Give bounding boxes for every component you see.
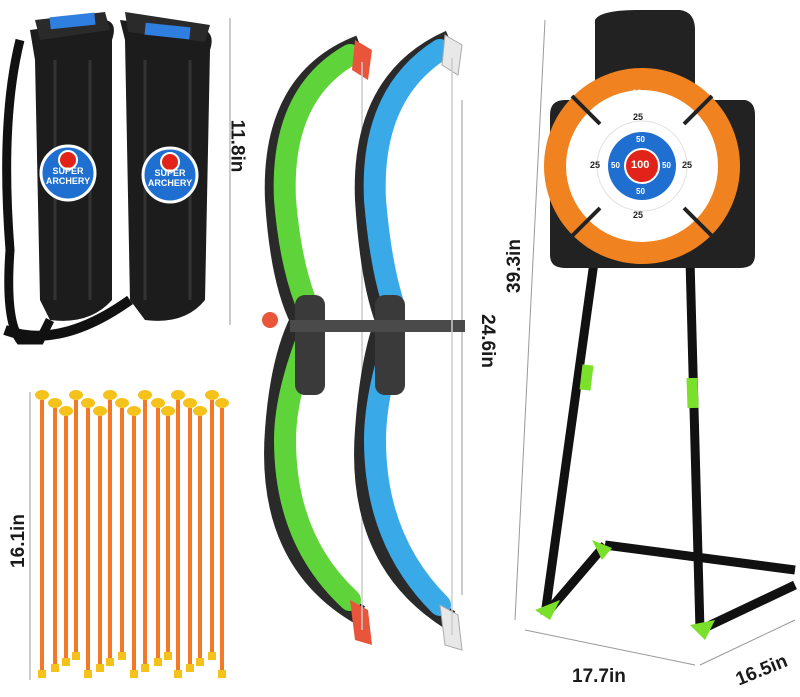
target-width-label: 17.7in — [572, 666, 626, 687]
arrow-nock — [218, 670, 226, 678]
arrow-nock — [62, 658, 70, 666]
arrow-suction-cup — [81, 398, 95, 408]
target-score-outer-right: 10 — [707, 160, 718, 170]
arrow-nock — [196, 658, 204, 666]
blue-bow — [290, 30, 465, 651]
quiver-badge-line1: SUPER — [154, 168, 186, 178]
arrow-suction-cup — [151, 398, 165, 408]
quiver-left-badge: SUPER ARCHERY — [42, 166, 94, 186]
target-score-inner-bottom: 50 — [636, 187, 645, 196]
arrow-length-label: 16.1in — [7, 514, 29, 568]
arrow-nock — [130, 670, 138, 678]
arrow-suction-cup — [193, 406, 207, 416]
target-score-inner-left: 50 — [611, 161, 620, 170]
arrow-nock — [208, 652, 216, 660]
target-board — [544, 10, 755, 268]
arrow-suction-cup — [59, 406, 73, 416]
arrow-nock — [186, 664, 194, 672]
target-score-middle-top: 25 — [633, 112, 644, 122]
arrow-suction-cup — [161, 406, 175, 416]
target-score-inner-top: 50 — [636, 135, 645, 144]
arrow-nock — [118, 652, 126, 660]
arrow-suction-cup — [115, 398, 129, 408]
arrow-suction-cup — [183, 398, 197, 408]
arrow-nock — [96, 664, 104, 672]
target-bullseye-score: 100 — [631, 159, 650, 171]
arrow-nock — [72, 652, 80, 660]
arrow-suction-cup — [48, 398, 62, 408]
quiver-badge-line2: ARCHERY — [147, 178, 193, 188]
target-score-outer-left: 10 — [566, 160, 577, 170]
arrow-suction-cup — [127, 406, 141, 416]
arrow-suction-cup — [138, 390, 152, 400]
target-score-middle-bottom: 25 — [633, 210, 644, 220]
arrow-suction-cup — [35, 390, 49, 400]
target-score-outer-bottom: 10 — [632, 232, 643, 242]
quiver-badge-line1: SUPER — [52, 166, 84, 176]
arrow-nock — [164, 652, 172, 660]
arrow-suction-cup — [215, 398, 229, 408]
quiver-left — [30, 12, 114, 321]
green-bow — [262, 35, 372, 645]
quiver-right — [120, 12, 212, 321]
target-stand — [535, 254, 797, 640]
arrow-nock — [51, 664, 59, 672]
quiver-badge-line2: ARCHERY — [45, 176, 91, 186]
arrow-nock — [141, 664, 149, 672]
arrow-nock — [106, 658, 114, 666]
target-score-middle-right: 25 — [682, 160, 693, 170]
target-height-label: 39.3in — [503, 239, 525, 293]
quiver-right-badge: SUPER ARCHERY — [144, 168, 196, 188]
target-depth-dimension-line — [699, 619, 796, 666]
arrow-nock — [154, 658, 162, 666]
arrow-suction-cup — [69, 390, 83, 400]
arrow-nock — [174, 670, 182, 678]
arrow-suction-cup — [103, 390, 117, 400]
arrow-suction-cup — [171, 390, 185, 400]
target-width-dimension-line — [524, 629, 696, 666]
arrow-nock — [38, 670, 46, 678]
target-score-inner-right: 50 — [662, 161, 671, 170]
quiver-height-label: 11.8in — [226, 119, 248, 173]
arrow-nock — [84, 670, 92, 678]
target-height-dimension-line — [514, 19, 546, 621]
arrow-bundle — [35, 390, 229, 678]
target-score-outer-top: 10 — [632, 88, 643, 98]
target-score-middle-left: 25 — [590, 160, 601, 170]
bow-height-label: 24.6in — [476, 314, 498, 368]
arrow-suction-cup — [93, 406, 107, 416]
arrow-suction-cup — [205, 390, 219, 400]
